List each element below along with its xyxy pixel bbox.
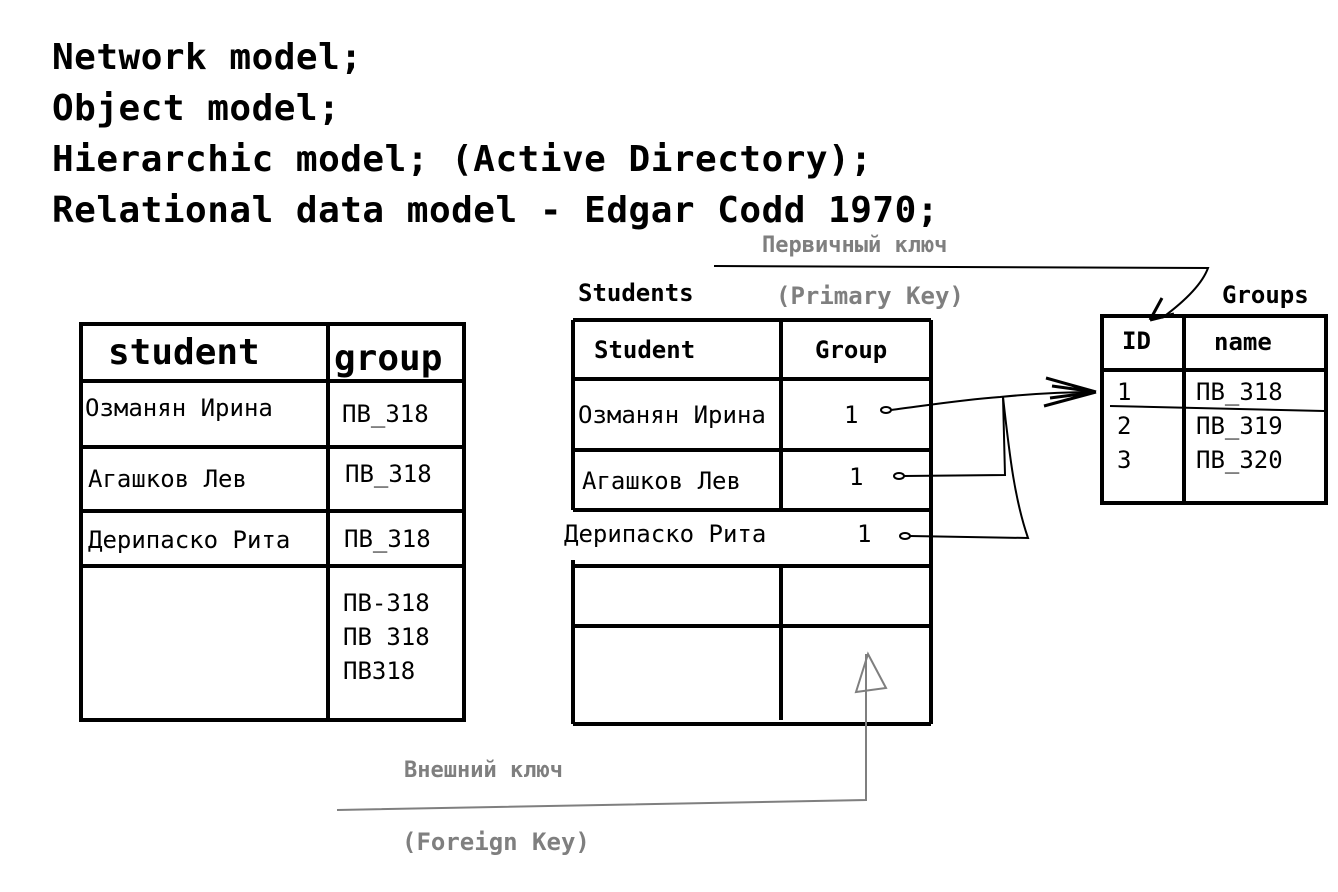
heading-line-relational: Relational data model - Edgar Codd 1970; <box>52 190 939 231</box>
students-header-student: Student <box>594 336 696 364</box>
heading-line-network: Network model; <box>52 37 363 78</box>
left-header-student: student <box>108 332 260 373</box>
foreign-key-label-en: (Foreign Key) <box>402 828 590 856</box>
students-header-group: Group <box>815 336 888 364</box>
foreign-key-arrow <box>336 651 888 811</box>
left-row2-group: ПВ_318 <box>345 460 432 488</box>
students-row3-group: 1 <box>857 520 872 548</box>
foreign-key-label-ru: Внешний ключ <box>404 758 563 783</box>
students-row2-group: 1 <box>849 463 864 491</box>
primary-key-label-ru: Первичный ключ <box>762 233 948 258</box>
groups-row3-name: ПВ_320 <box>1196 446 1283 474</box>
left-row3-group: ПВ_318 <box>344 525 431 553</box>
groups-row1-name: ПВ_318 <box>1196 378 1283 406</box>
left-variant-2: ПВ 318 <box>343 623 430 651</box>
groups-title: Groups <box>1222 281 1309 309</box>
left-row1-group: ПВ_318 <box>342 400 429 428</box>
students-row1-group: 1 <box>844 401 859 429</box>
students-row1-student: Озманян Ирина <box>578 401 766 429</box>
groups-row2-name: ПВ_319 <box>1196 412 1283 440</box>
left-variant-1: ПВ-318 <box>343 589 430 617</box>
students-table-grid <box>571 318 933 726</box>
left-row3-student: Дерипаско Рита <box>88 526 291 554</box>
groups-row1-id: 1 <box>1117 378 1132 406</box>
primary-key-arrow <box>713 265 1210 322</box>
students-title: Students <box>578 279 694 307</box>
left-row1-student: Озманян Ирина <box>85 394 273 422</box>
left-row2-student: Агашков Лев <box>88 465 247 493</box>
groups-table-grid <box>1100 314 1328 505</box>
heading: Network model; Object model; Hierarchic … <box>52 32 939 236</box>
groups-row2-id: 2 <box>1117 412 1132 440</box>
groups-row3-id: 3 <box>1117 446 1132 474</box>
groups-strike-line <box>1109 405 1325 412</box>
heading-line-hierarchic: Hierarchic model; (Active Directory); <box>52 139 873 180</box>
groups-header-name: name <box>1214 328 1272 356</box>
groups-header-id: ID <box>1122 327 1151 355</box>
heading-line-object: Object model; <box>52 88 341 129</box>
fk-link-lines <box>880 376 1097 540</box>
left-table-grid <box>79 322 466 722</box>
students-row2-student: Агашков Лев <box>582 467 741 495</box>
students-row3-student: Дерипаско Рита <box>564 520 767 548</box>
primary-key-label-en: (Primary Key) <box>776 282 964 310</box>
left-variant-3: ПВ318 <box>343 657 416 685</box>
left-header-group: group <box>334 338 443 379</box>
